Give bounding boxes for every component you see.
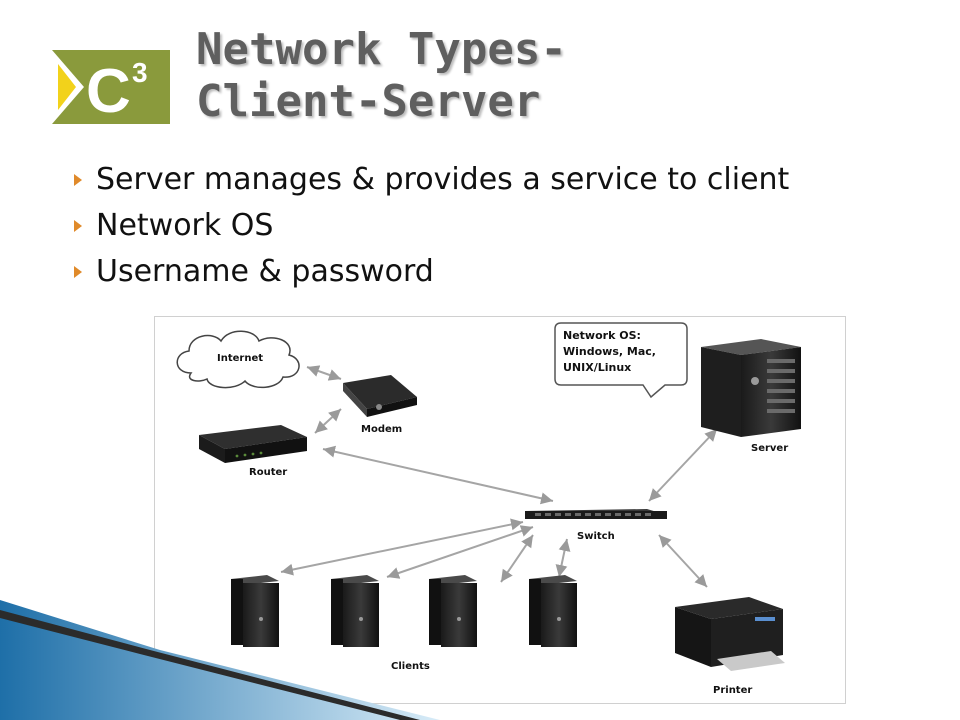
internet-label: Internet xyxy=(217,353,263,364)
bubble-line-3: UNIX/Linux xyxy=(563,361,631,374)
title-line-2: Client-Server xyxy=(196,76,541,127)
client-pc-icon xyxy=(231,575,279,647)
decorative-wedge xyxy=(0,600,440,720)
switch-label: Switch xyxy=(577,531,615,542)
bullet-list: Server manages & provides a service to c… xyxy=(74,160,789,298)
switch-client4-link xyxy=(555,538,571,578)
bullet-text: Network OS xyxy=(96,208,274,243)
svg-text:C: C xyxy=(86,57,131,124)
client-server-diagram: Internet Modem Router Network OS: Window… xyxy=(154,316,846,704)
bullet-arrow-icon xyxy=(74,220,82,232)
bullet-arrow-icon xyxy=(74,266,82,278)
router-modem-link xyxy=(314,408,342,434)
switch-client1-link xyxy=(280,518,524,576)
clients-label: Clients xyxy=(391,661,430,672)
client-pc-icon xyxy=(529,575,577,647)
svg-text:3: 3 xyxy=(132,57,148,88)
modem-label: Modem xyxy=(361,424,402,435)
printer-label: Printer xyxy=(713,685,752,696)
server-icon: Server xyxy=(701,339,801,454)
bullet-text: Server manages & provides a service to c… xyxy=(96,162,790,197)
internet-cloud-icon: Internet xyxy=(176,330,300,389)
printer-icon: Printer xyxy=(675,597,785,696)
bullet-arrow-icon xyxy=(74,174,82,186)
server-label: Server xyxy=(751,443,788,454)
client-pc-icon xyxy=(331,575,379,647)
bullet-item: Username & password xyxy=(74,252,789,298)
switch-client3-link xyxy=(500,534,534,583)
bullet-item: Server manages & provides a service to c… xyxy=(74,160,789,206)
bubble-line-1: Network OS: xyxy=(563,329,641,342)
server-switch-link xyxy=(648,428,718,502)
ic3-logo: C 3 xyxy=(52,50,170,126)
switch-icon: Switch xyxy=(525,509,667,542)
bubble-line-2: Windows, Mac, xyxy=(563,345,656,358)
router-switch-link xyxy=(322,445,554,505)
router-icon: Router xyxy=(199,425,307,478)
client-pc-icon xyxy=(429,575,477,647)
switch-printer-link xyxy=(658,534,708,588)
connection-lines xyxy=(280,365,718,588)
bullet-text: Username & password xyxy=(96,254,434,289)
modem-icon: Modem xyxy=(343,375,417,435)
network-os-bubble: Network OS: Windows, Mac, UNIX/Linux xyxy=(554,322,688,399)
internet-modem-link xyxy=(306,365,342,381)
router-label: Router xyxy=(249,467,287,478)
bullet-item: Network OS xyxy=(74,206,789,252)
title-line-1: Network Types- xyxy=(196,24,567,75)
slide-title: Network Types- Client-Server xyxy=(196,24,567,128)
